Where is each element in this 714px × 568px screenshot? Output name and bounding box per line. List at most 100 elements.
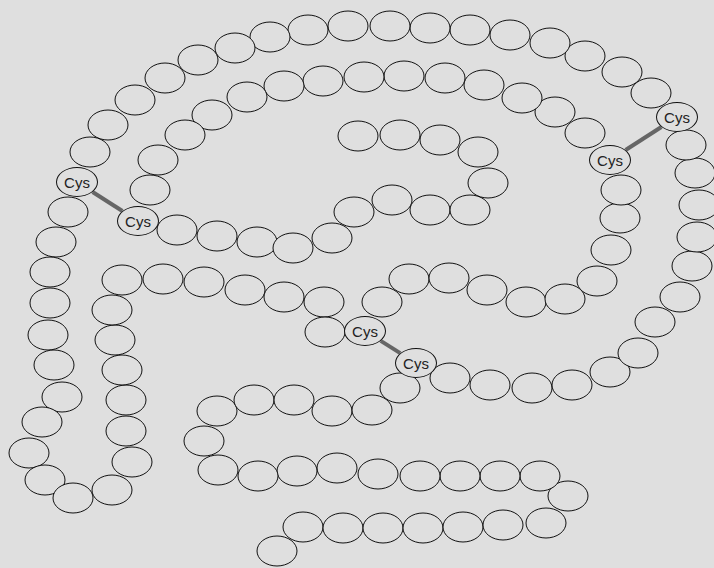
cysteine-residue: Cys [117, 206, 159, 236]
cysteine-residue: Cys [344, 316, 386, 346]
amino-acid-residue [237, 227, 277, 257]
amino-acid-residue [102, 265, 142, 295]
amino-acid-residue [400, 461, 440, 491]
residue-label: Cys [64, 175, 90, 190]
amino-acid-residue [362, 287, 402, 317]
amino-acid-residue [338, 121, 378, 151]
amino-acid-residue [380, 120, 420, 150]
amino-acid-residue [458, 137, 498, 167]
amino-acid-residue [257, 536, 297, 566]
amino-acid-residue [358, 459, 398, 489]
cysteine-residue: Cys [589, 145, 631, 175]
amino-acid-residue [666, 130, 706, 160]
amino-acid-residue [363, 513, 403, 543]
amino-acid-residue [88, 110, 128, 140]
amino-acid-residue [115, 85, 155, 115]
amino-acid-residue [506, 287, 546, 317]
amino-acid-residue [490, 20, 530, 50]
amino-acid-residue [312, 223, 352, 253]
amino-acid-residue [577, 266, 617, 296]
amino-acid-residue [660, 282, 700, 312]
amino-acid-residue [323, 513, 363, 543]
amino-acid-residue [602, 57, 642, 87]
amino-acid-residue [305, 317, 345, 347]
cysteine-residue: Cys [656, 102, 698, 132]
amino-acid-residue [264, 71, 304, 101]
disulfide-bond [93, 192, 123, 211]
amino-acid-residue [34, 350, 74, 380]
amino-acid-residue [565, 118, 605, 148]
amino-acid-residue [677, 222, 714, 252]
amino-acid-residue [184, 267, 224, 297]
amino-acid-residue [273, 233, 313, 263]
residue-label: Cys [352, 324, 378, 339]
amino-acid-residue [102, 355, 142, 385]
amino-acid-residue [92, 475, 132, 505]
disulfide-bond [381, 341, 400, 353]
amino-acid-residue [92, 295, 132, 325]
amino-acid-residue [420, 125, 460, 155]
amino-acid-residue [450, 195, 490, 225]
amino-acid-residue [372, 185, 412, 215]
amino-acid-residue [30, 288, 70, 318]
amino-acid-residue [470, 370, 510, 400]
amino-acid-residue [512, 373, 552, 403]
amino-acid-residue [410, 195, 450, 225]
amino-acid-residue [238, 461, 278, 491]
amino-acid-residue [328, 11, 368, 41]
amino-acid-residue [274, 385, 314, 415]
amino-acid-residue [403, 513, 443, 543]
amino-acid-residue [225, 275, 265, 305]
residue-label: Cys [125, 214, 151, 229]
amino-acid-residue [250, 22, 290, 52]
amino-acid-residue [450, 15, 490, 45]
amino-acid-residue [530, 28, 570, 58]
amino-acid-residue [483, 510, 523, 540]
amino-acid-residue [143, 264, 183, 294]
amino-acid-residue [352, 395, 392, 425]
amino-acid-residue [317, 453, 357, 483]
amino-acid-residue [106, 416, 146, 446]
amino-acid-residue [178, 45, 218, 75]
amino-acid-residue [425, 63, 465, 93]
amino-acid-residue [672, 251, 712, 281]
amino-acid-residue [30, 257, 70, 287]
amino-acid-residue [565, 41, 605, 71]
disulfide-bond [626, 127, 662, 150]
amino-acid-residue [283, 512, 323, 542]
amino-acid-residue [264, 282, 304, 312]
amino-acid-residue [22, 407, 62, 437]
residue-label: Cys [664, 110, 690, 125]
residue-label: Cys [597, 153, 623, 168]
amino-acid-residue [53, 483, 93, 513]
amino-acid-residue [28, 320, 68, 350]
amino-acid-residue [304, 287, 344, 317]
amino-acid-residue [480, 461, 520, 491]
amino-acid-residue [410, 13, 450, 43]
amino-acid-residue [157, 215, 197, 245]
amino-acid-residue [106, 385, 146, 415]
amino-acid-residue [600, 203, 640, 233]
amino-acid-residue [312, 396, 352, 426]
amino-acid-residue [277, 456, 317, 486]
amino-acid-residue [679, 190, 714, 220]
amino-acid-residue [440, 461, 480, 491]
amino-acid-residue [234, 385, 274, 415]
residue-label: Cys [403, 356, 429, 371]
amino-acid-residue [675, 158, 714, 188]
amino-acid-residue [384, 61, 424, 91]
amino-acid-residue [112, 447, 152, 477]
amino-acid-residue [198, 455, 238, 485]
amino-acid-residue [429, 263, 469, 293]
amino-acid-residue [303, 66, 343, 96]
amino-acid-residue [145, 63, 185, 93]
amino-acid-residue [502, 83, 542, 113]
amino-acid-residue [334, 197, 374, 227]
amino-acid-residue [138, 145, 178, 175]
amino-acid-residue [370, 11, 410, 41]
amino-acid-residue [215, 33, 255, 63]
amino-acid-residue [520, 461, 560, 491]
amino-acid-residue [601, 175, 641, 205]
